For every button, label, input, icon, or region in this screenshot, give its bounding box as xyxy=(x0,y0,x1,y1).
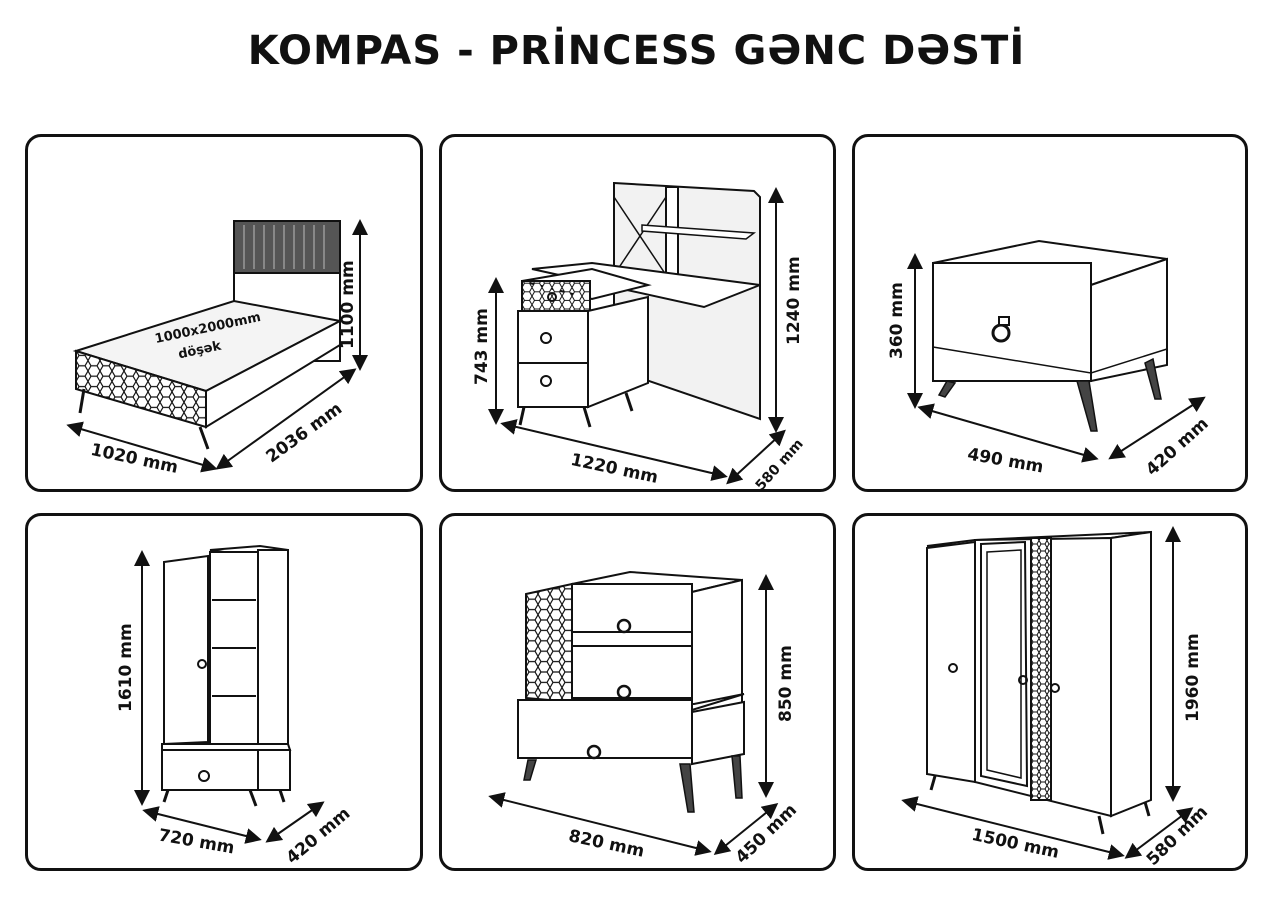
nightstand-height-dim: 360 mm xyxy=(887,282,907,359)
bed-illustration xyxy=(66,219,368,473)
desk-height-dim: 1240 mm xyxy=(784,256,804,345)
panel-nightstand: 360 mm 490 mm 420 mm xyxy=(852,134,1248,492)
page-title: KOMPAS - PRİNCESS GƏNC DƏSTİ xyxy=(247,28,1026,74)
desk-top-height-dim: 743 mm xyxy=(472,308,492,385)
panel-desk: 743 mm 1240 mm 1220 mm 580 mm xyxy=(439,134,836,494)
wardrobe-illustration xyxy=(901,526,1194,860)
dresser-illustration xyxy=(488,570,779,856)
panel-wardrobe: 1960 mm 1500 mm 580 mm xyxy=(852,513,1248,871)
headboard-panel xyxy=(233,220,341,274)
dresser-height-dim: 850 mm xyxy=(776,645,796,722)
bookcase-illustration xyxy=(134,544,325,844)
desk-illustration xyxy=(488,181,786,485)
bookcase-height-dim: 1610 mm xyxy=(116,623,136,712)
bed-height-dim: 1100 mm xyxy=(338,260,358,349)
panel-bookcase: 1610 mm 720 mm 420 mm xyxy=(25,513,423,871)
nightstand-illustration xyxy=(907,239,1206,463)
wardrobe-height-dim: 1960 mm xyxy=(1183,633,1203,722)
panel-bed: 1000x2000mm döşək 1100 mm 1020 mm 2036 m… xyxy=(25,134,423,492)
panel-dresser: 850 mm 820 mm 450 mm xyxy=(439,513,836,871)
